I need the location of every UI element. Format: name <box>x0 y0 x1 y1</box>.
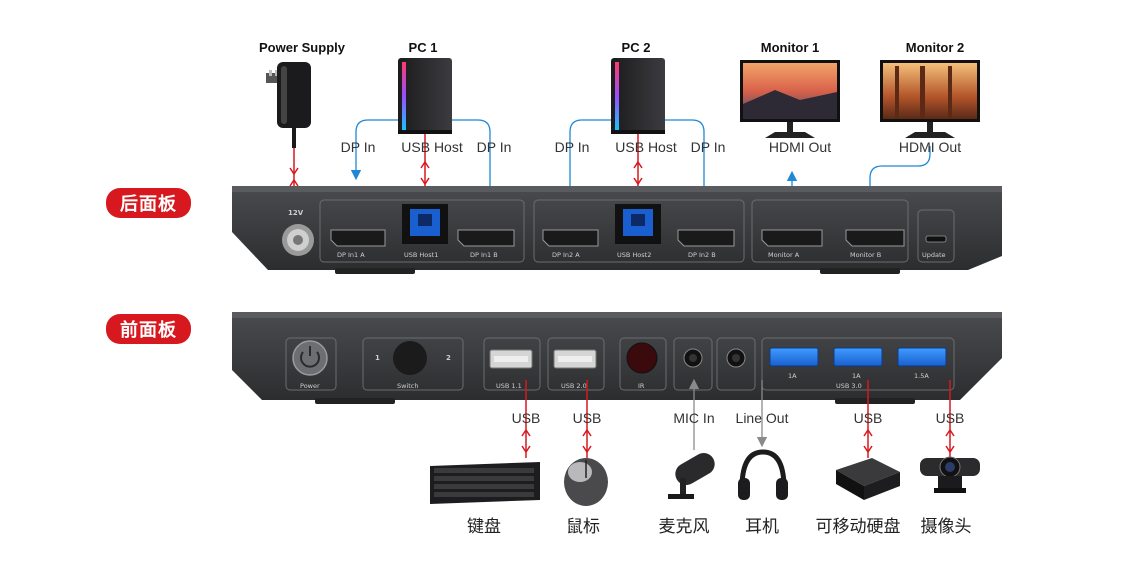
usb30-port-1[interactable] <box>769 347 819 367</box>
dp-in2-b-label: DP In2 B <box>688 251 716 259</box>
microphone-label: 麦克风 <box>658 517 710 536</box>
usb30-amp-1: 1A <box>788 372 797 380</box>
dp-in2-a-label: DP In2 A <box>552 251 580 259</box>
pc1-dp-a-label: DP In <box>340 139 376 155</box>
front-power-label: Power <box>300 382 320 390</box>
power-button[interactable] <box>292 340 328 376</box>
usb30-amp-2: 1A <box>852 372 861 380</box>
monitor-a-port[interactable] <box>761 229 823 247</box>
switch-2-label: 2 <box>446 354 451 362</box>
pc1-tower-icon <box>398 58 452 134</box>
update-label: Update <box>922 251 946 259</box>
monitor1-icon <box>740 60 840 138</box>
rear-panel: 12V DP In1 A USB Host1 DP In1 B DP In2 A… <box>232 186 1002 274</box>
mouse-usb-label: USB <box>572 410 602 426</box>
rear-power-label: 12V <box>288 209 304 217</box>
ir-label: IR <box>638 382 645 390</box>
monitor1-title: Monitor 1 <box>760 40 820 55</box>
monitor-a-label: Monitor A <box>768 251 800 259</box>
monitor-b-label: Monitor B <box>850 251 881 259</box>
pc1-dp-b-label: DP In <box>476 139 512 155</box>
hdd-label: 可移动硬盘 <box>815 517 901 536</box>
front-panel-tag: 前面板 <box>106 314 191 344</box>
pc2-dp-a-link <box>569 119 611 212</box>
dp-in1-b-label: DP In1 B <box>470 251 498 259</box>
webcam-icon <box>920 456 980 493</box>
hdd-usb-label: USB <box>853 410 883 426</box>
keyboard-label: 键盘 <box>467 517 501 536</box>
ir-receiver <box>626 342 658 374</box>
mic-in-label: MIC In <box>673 410 715 426</box>
usb30-port-2[interactable] <box>833 347 883 367</box>
dp-in2-b-port[interactable] <box>677 229 735 247</box>
hdmi-out-2-label: HDMI Out <box>898 139 962 155</box>
pc1-dp-b-link <box>452 119 491 212</box>
pc2-dp-b-link <box>665 119 705 212</box>
monitor-b-port[interactable] <box>845 229 905 247</box>
switch-knob[interactable] <box>393 341 427 375</box>
headphones-icon <box>738 449 788 500</box>
usb11-label: USB 1.1 <box>496 382 522 390</box>
monitor2-icon <box>880 60 980 138</box>
keyboard-usb-label: USB <box>511 410 541 426</box>
update-port[interactable] <box>925 235 947 243</box>
mouse-label: 鼠标 <box>566 517 600 536</box>
pc2-title: PC 2 <box>621 40 651 55</box>
usb30-amp-3: 1.5A <box>914 372 929 380</box>
pc1-title: PC 1 <box>408 40 438 55</box>
keyboard-icon <box>430 462 540 504</box>
switch-1-label: 1 <box>375 354 380 362</box>
rear-panel-tag: 后面板 <box>106 188 191 218</box>
hdmi-out-1-label: HDMI Out <box>768 139 832 155</box>
monitor-b-link <box>869 146 931 212</box>
usb20-label: USB 2.0 <box>561 382 587 390</box>
pc2-tower-icon <box>611 58 665 134</box>
power-supply-title: Power Supply <box>259 40 345 55</box>
monitor2-title: Monitor 2 <box>905 40 965 55</box>
dp-in1-b-port[interactable] <box>457 229 515 247</box>
pc1-usb-label: USB Host <box>401 139 463 155</box>
dp-in1-a-label: DP In1 A <box>337 251 365 259</box>
line-out-label: Line Out <box>735 410 789 426</box>
dp-in2-a-port[interactable] <box>542 229 599 247</box>
pc2-dp-b-label: DP In <box>690 139 726 155</box>
switch-label: Switch <box>397 382 419 390</box>
microphone-icon <box>668 453 715 499</box>
usb-host2-label: USB Host2 <box>617 251 651 259</box>
pc1-dp-a-link <box>350 119 398 181</box>
pc2-usb-label: USB Host <box>615 139 677 155</box>
dp-in1-a-port[interactable] <box>330 229 386 247</box>
front-panel: Power 1 2 Switch USB 1.1 USB 2.0 IR <box>232 312 1002 404</box>
power-adapter-icon <box>266 62 311 148</box>
mouse-icon <box>564 458 608 506</box>
hdd-icon <box>836 458 900 500</box>
usb30-label: USB 3.0 <box>836 382 862 390</box>
usb-host1-label: USB Host1 <box>404 251 438 259</box>
pc2-dp-a-label: DP In <box>554 139 590 155</box>
usb30-port-3[interactable] <box>897 347 947 367</box>
webcam-usb-label: USB <box>935 410 965 426</box>
webcam-label: 摄像头 <box>920 517 972 536</box>
headphones-label: 耳机 <box>745 517 779 536</box>
